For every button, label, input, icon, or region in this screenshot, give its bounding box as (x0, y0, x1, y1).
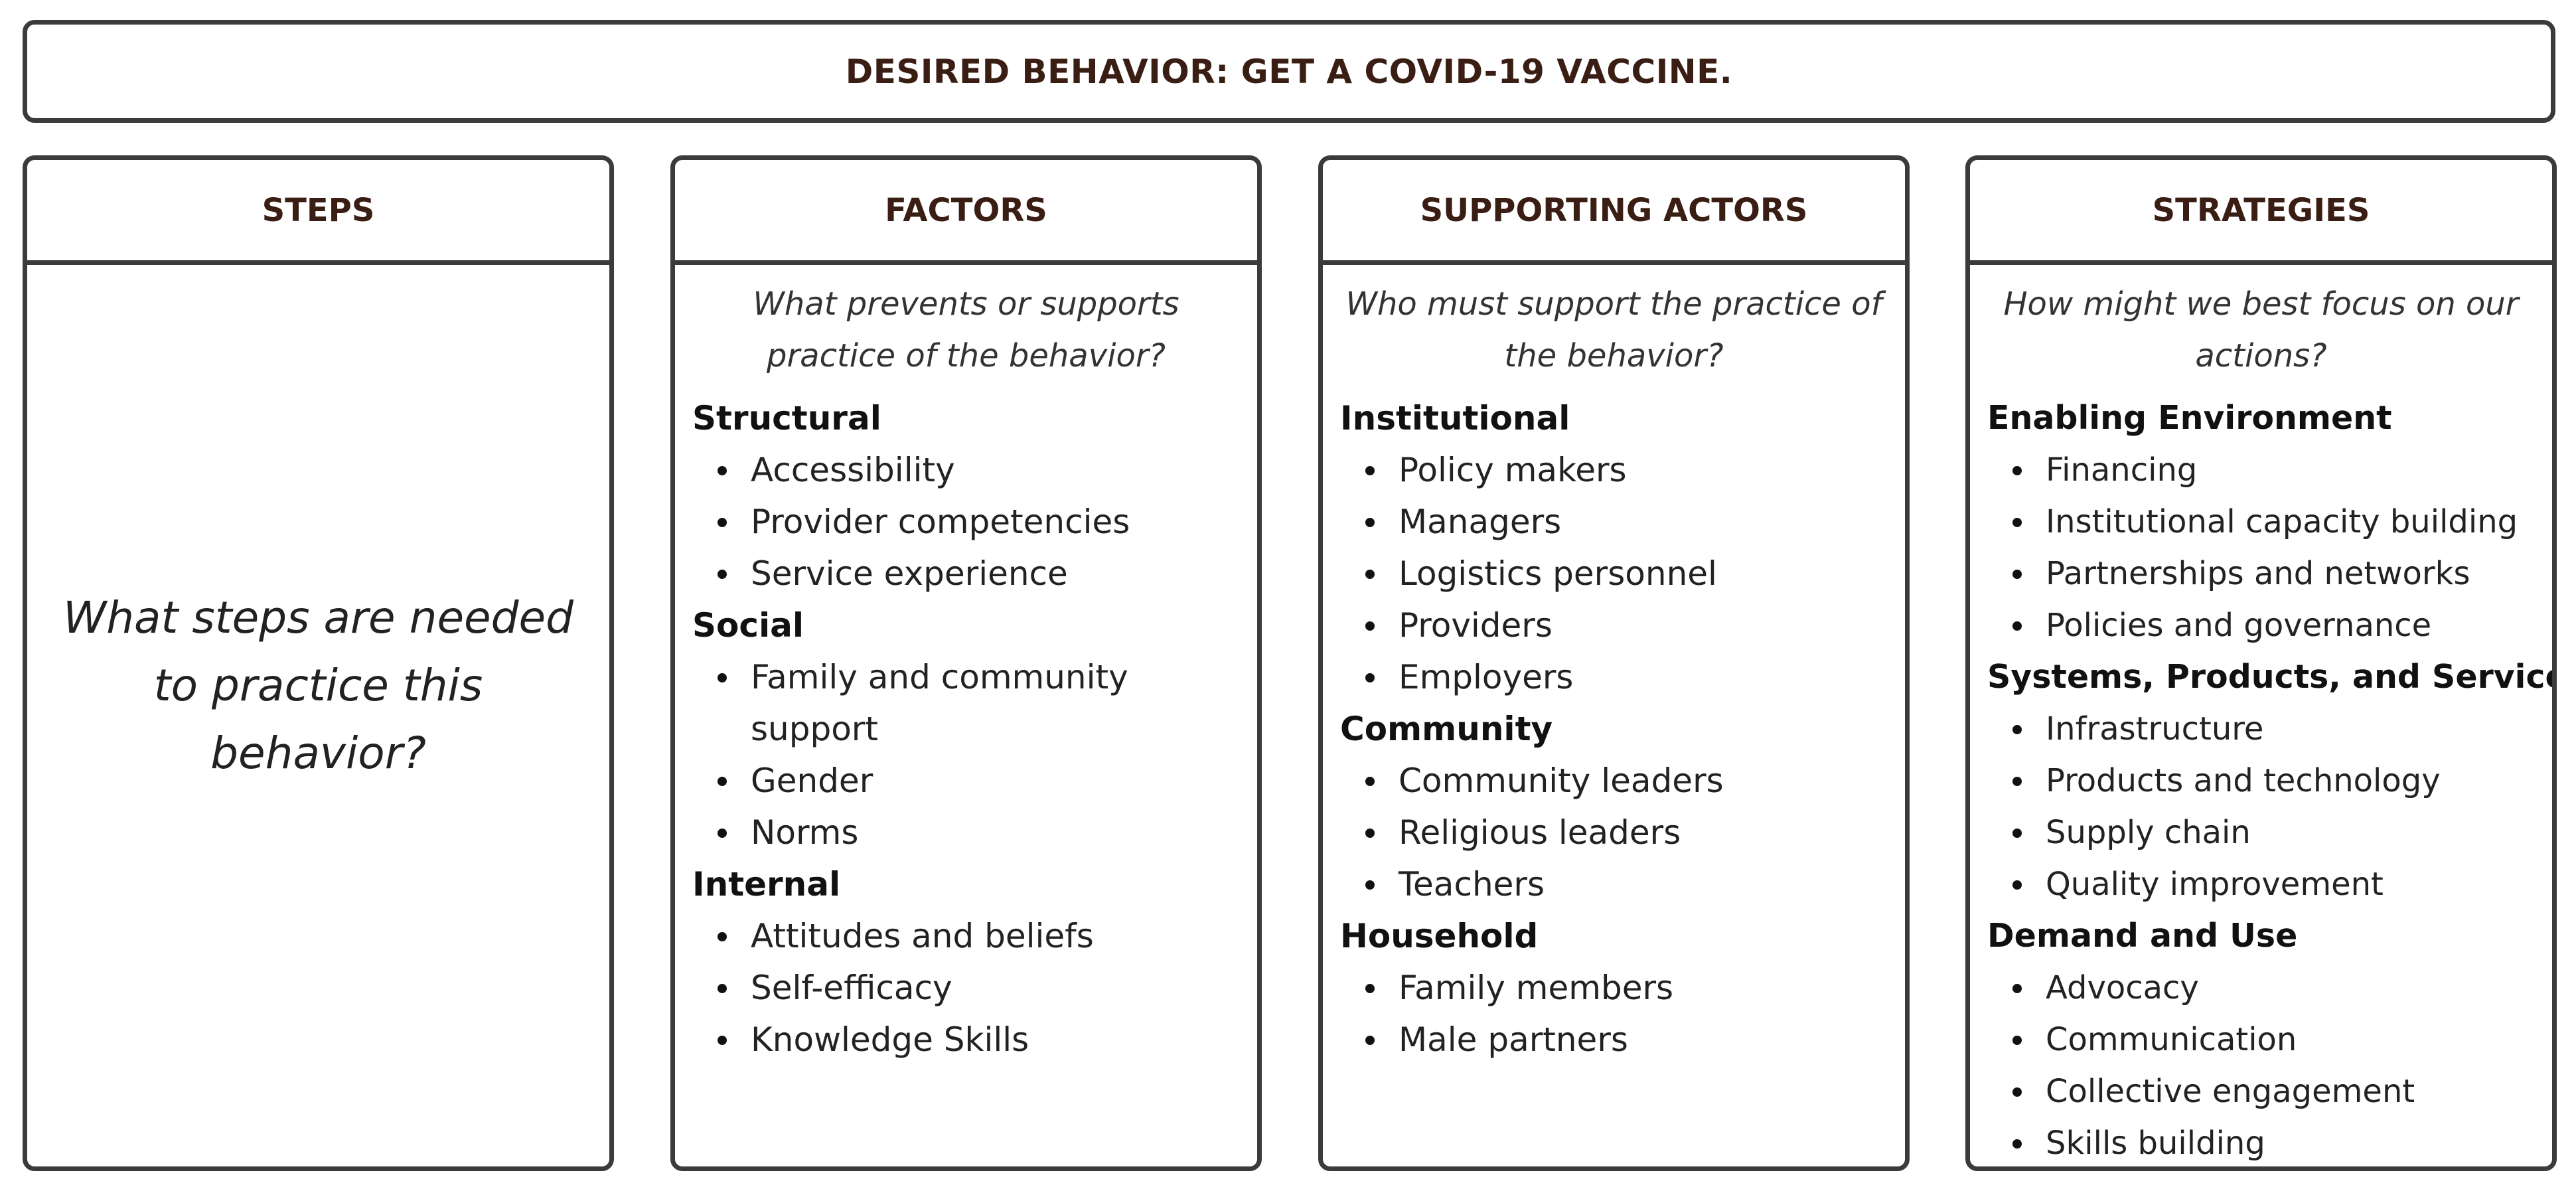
actors-group-heading: Institutional (1340, 399, 1570, 437)
actors-group-list: Policy makers Managers Logistics personn… (1340, 444, 1888, 703)
list-item: Family and community support (718, 651, 1240, 755)
list-item: Gender (718, 755, 1240, 807)
list-item: Partnerships and networks (2012, 548, 2535, 599)
factors-header: FACTORS (675, 160, 1257, 265)
banner-title: DESIRED BEHAVIOR: GET A COVID-19 VACCINE… (845, 52, 1733, 91)
list-item: Providers (1365, 599, 1888, 651)
list-item: Advocacy (2012, 962, 2535, 1014)
list-item: Managers (1365, 496, 1888, 548)
actors-group-heading: Community (1340, 710, 1553, 748)
list-item: Norms (718, 807, 1240, 858)
list-item: Religious leaders (1365, 807, 1888, 858)
list-item: Logistics personnel (1365, 548, 1888, 599)
list-item: Supply chain (2012, 807, 2535, 858)
factors-column: FACTORS What prevents or supports practi… (670, 155, 1262, 1171)
list-item: Employers (1365, 651, 1888, 703)
list-item: Infrastructure (2012, 703, 2535, 755)
factors-group-list: Accessibility Provider competencies Serv… (692, 444, 1240, 599)
strategies-question: How might we best focus on our actions? (2003, 285, 2519, 374)
list-item: Institutional capacity building (2012, 496, 2535, 548)
list-item: Knowledge Skills (718, 1014, 1240, 1066)
factors-group-heading: Social (692, 606, 804, 645)
factors-group-list: Family and community support Gender Norm… (692, 651, 1240, 858)
factors-body: What prevents or supports practice of th… (675, 278, 1257, 1066)
steps-question: What steps are needed to practice this b… (62, 592, 574, 779)
strategies-group-heading: Demand and Use (1987, 917, 2298, 955)
steps-body: What steps are needed to practice this b… (27, 265, 609, 1166)
strategies-group-heading: Systems, Products, and Services (1987, 658, 2557, 696)
supporting-actors-question: Who must support the practice of the beh… (1345, 285, 1882, 374)
list-item: Financing (2012, 444, 2535, 496)
list-item: Accessibility (718, 444, 1240, 496)
strategies-group-list: Advocacy Communication Collective engage… (1987, 962, 2535, 1166)
steps-column: STEPS What steps are needed to practice … (23, 155, 614, 1171)
actors-group-heading: Household (1340, 917, 1539, 955)
actors-group-list: Community leaders Religious leaders Teac… (1340, 755, 1888, 910)
list-item: Service experience (718, 548, 1240, 599)
desired-behavior-banner: DESIRED BEHAVIOR: GET A COVID-19 VACCINE… (23, 20, 2555, 123)
list-item: Attitudes and beliefs (718, 910, 1240, 962)
list-item: Collective engagement (2012, 1066, 2535, 1117)
strategies-group-list: Infrastructure Products and technology S… (1987, 703, 2535, 910)
list-item: Community leaders (1365, 755, 1888, 807)
strategies-column: STRATEGIES How might we best focus on ou… (1965, 155, 2557, 1171)
list-item: Male partners (1365, 1014, 1888, 1066)
list-item: Policy makers (1365, 444, 1888, 496)
strategies-body: How might we best focus on our actions? … (1970, 278, 2557, 1166)
steps-header: STEPS (27, 160, 609, 265)
strategies-header: STRATEGIES (1970, 160, 2552, 265)
list-item: Family members (1365, 962, 1888, 1014)
supporting-actors-column: SUPPORTING ACTORS Who must support the p… (1318, 155, 1910, 1171)
supporting-actors-header: SUPPORTING ACTORS (1323, 160, 1905, 265)
factors-question: What prevents or supports practice of th… (753, 285, 1179, 374)
factors-group-heading: Internal (692, 865, 841, 904)
list-item: Provider competencies (718, 496, 1240, 548)
list-item: Teachers (1365, 858, 1888, 910)
factors-group-heading: Structural (692, 399, 881, 437)
list-item: Skills building (2012, 1117, 2535, 1166)
factors-group-list: Attitudes and beliefs Self-efficacy Know… (692, 910, 1240, 1066)
strategies-group-heading: Enabling Environment (1987, 399, 2392, 437)
list-item: Self-efficacy (718, 962, 1240, 1014)
list-item: Products and technology (2012, 755, 2535, 807)
list-item: Communication (2012, 1014, 2535, 1066)
supporting-actors-body: Who must support the practice of the beh… (1323, 278, 1905, 1066)
actors-group-list: Family members Male partners (1340, 962, 1888, 1066)
list-item: Policies and governance (2012, 599, 2535, 651)
strategies-group-list: Financing Institutional capacity buildin… (1987, 444, 2535, 651)
list-item: Quality improvement (2012, 858, 2535, 910)
